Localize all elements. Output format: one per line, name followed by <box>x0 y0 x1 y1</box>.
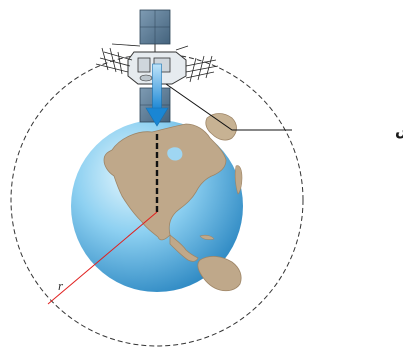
gravity-arrow <box>145 63 169 127</box>
orbit-path <box>10 53 304 347</box>
continent-north-america <box>103 123 227 241</box>
hudson-bay <box>167 147 183 161</box>
radius-label: r <box>58 278 64 293</box>
continent-central-america <box>169 234 199 262</box>
continent-greenland <box>205 113 237 141</box>
antenna-right <box>175 45 219 83</box>
continent-europe-edge <box>234 165 243 195</box>
gravity-force-label: نیروی گرانش <box>395 121 403 139</box>
caribbean-islands <box>199 234 215 240</box>
radius-line <box>47 211 158 305</box>
antenna-left <box>95 43 141 75</box>
force-leader-line <box>165 83 292 131</box>
continent-south-america <box>197 256 242 292</box>
